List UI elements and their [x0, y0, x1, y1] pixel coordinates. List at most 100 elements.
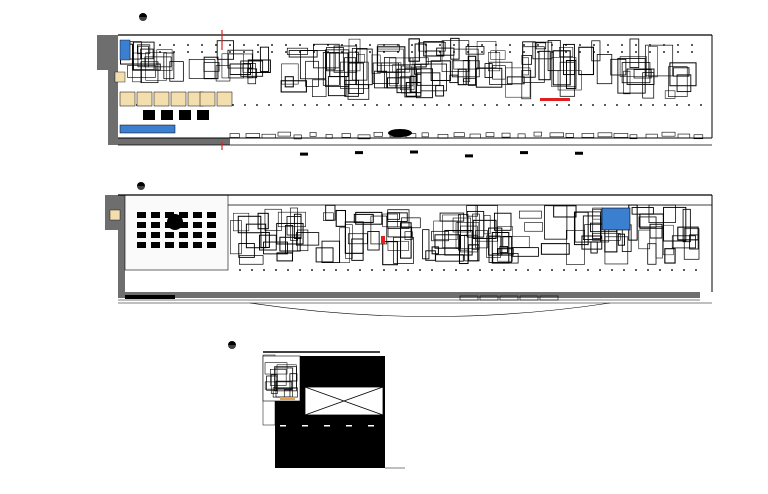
- room: [647, 243, 657, 265]
- column: [635, 51, 637, 53]
- room: [511, 247, 539, 257]
- column: [484, 104, 486, 106]
- column: [313, 51, 315, 53]
- room: [581, 235, 603, 250]
- dashed-grid-line: [302, 425, 308, 427]
- room: [132, 52, 142, 83]
- room: [689, 234, 699, 250]
- column: [256, 104, 258, 106]
- column: [263, 269, 265, 271]
- column: [268, 104, 270, 106]
- room: [340, 61, 369, 89]
- highlighted-room: [280, 397, 295, 400]
- column: [539, 269, 541, 271]
- room: [270, 368, 287, 386]
- column: [700, 104, 702, 106]
- room: [387, 240, 409, 251]
- room: [433, 220, 458, 240]
- column: [251, 269, 253, 271]
- column: [352, 104, 354, 106]
- column: [467, 269, 469, 271]
- room: [492, 253, 519, 264]
- highlighted-room: [119, 91, 136, 107]
- column: [285, 51, 287, 53]
- column: [411, 51, 413, 53]
- service-rooms: [262, 355, 301, 402]
- room: [323, 212, 334, 221]
- seating-block: [137, 242, 146, 248]
- column: [280, 104, 282, 106]
- column: [481, 51, 483, 53]
- room: [276, 222, 304, 245]
- room: [163, 52, 175, 80]
- room: [672, 67, 690, 77]
- curtain-wall-element: [533, 131, 543, 137]
- marker-half: [228, 345, 236, 349]
- room: [648, 46, 658, 78]
- column: [691, 51, 693, 53]
- room: [344, 79, 359, 97]
- room: [604, 236, 629, 265]
- room: [629, 38, 640, 68]
- column: [285, 44, 287, 46]
- room: [522, 57, 529, 76]
- dome: [388, 129, 412, 137]
- curtain-wall-element: [549, 132, 564, 138]
- column: [187, 44, 189, 46]
- curtain-wall-element: [245, 133, 260, 138]
- highlighted-room: [136, 91, 153, 107]
- column: [299, 51, 301, 53]
- room: [457, 68, 467, 86]
- column: [388, 104, 390, 106]
- curtain-wall-element: [293, 134, 302, 140]
- column: [664, 104, 666, 106]
- red-marker: [381, 236, 385, 244]
- column: [287, 269, 289, 271]
- seating-block: [207, 232, 216, 238]
- seating-block: [193, 212, 202, 218]
- curtain-wall-element: [373, 131, 383, 137]
- column: [611, 269, 613, 271]
- curtain-wall-element: [501, 132, 511, 138]
- column: [460, 104, 462, 106]
- room: [642, 72, 655, 99]
- room: [325, 49, 350, 87]
- column: [439, 51, 441, 53]
- room: [475, 67, 503, 88]
- room: [221, 53, 244, 79]
- highlighted-room: [153, 91, 170, 107]
- room: [355, 211, 383, 225]
- room: [259, 234, 277, 251]
- room: [296, 229, 309, 252]
- column: [599, 269, 601, 271]
- room: [519, 210, 542, 219]
- column: [491, 269, 493, 271]
- column: [683, 269, 685, 271]
- canopy-arc: [249, 302, 611, 317]
- room: [557, 70, 582, 91]
- room: [638, 229, 651, 250]
- room: [490, 50, 506, 60]
- room: [502, 235, 530, 248]
- room: [405, 81, 422, 97]
- dashed-grid-line: [324, 425, 330, 427]
- room: [497, 248, 514, 256]
- room: [370, 215, 388, 245]
- column: [677, 51, 679, 53]
- column: [369, 51, 371, 53]
- seating-block: [151, 212, 160, 218]
- room: [404, 231, 413, 240]
- room: [312, 79, 327, 97]
- curtain-wall-element: [325, 134, 333, 139]
- column: [341, 51, 343, 53]
- column: [509, 51, 511, 53]
- room: [638, 216, 657, 228]
- furniture-block: [161, 110, 173, 120]
- room: [462, 60, 471, 82]
- room: [465, 46, 485, 55]
- column: [359, 269, 361, 271]
- room: [326, 47, 344, 72]
- room: [559, 61, 576, 97]
- blue-fixture: [119, 39, 131, 61]
